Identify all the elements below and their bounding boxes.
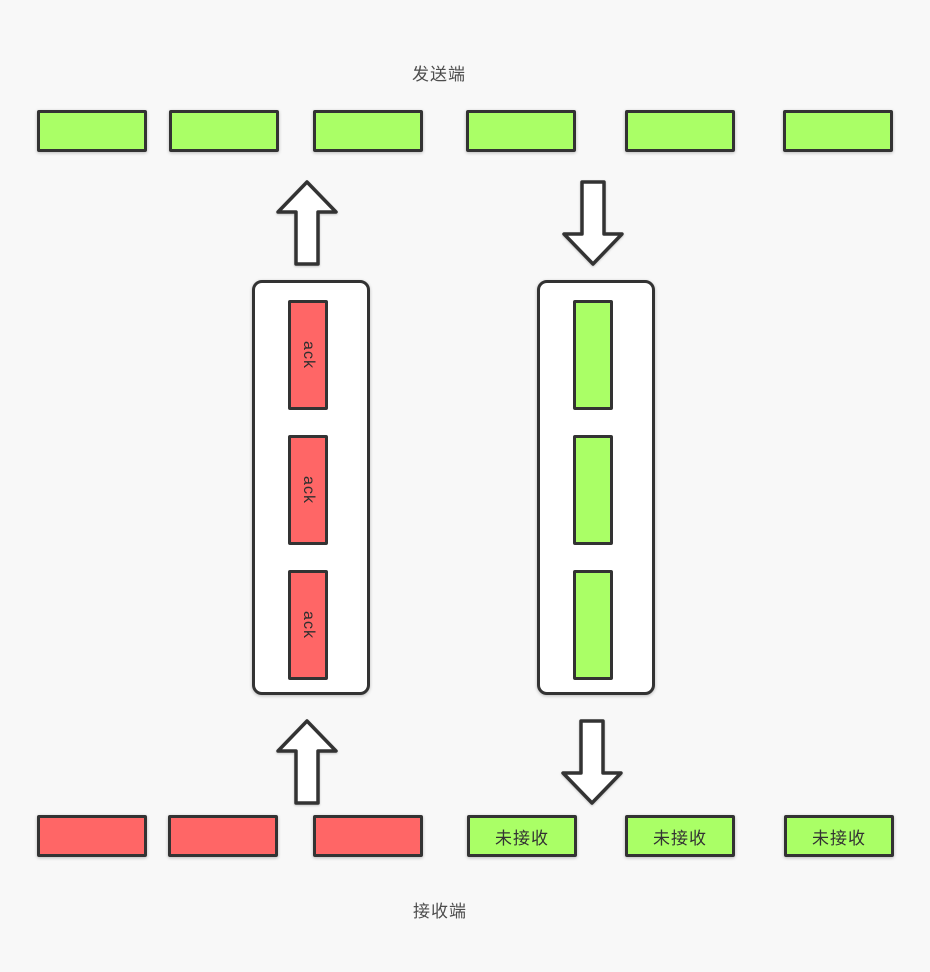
ack-packet-label: ack	[300, 611, 317, 639]
data-packet-box	[573, 300, 613, 410]
receiver-received-box	[168, 815, 278, 857]
sender-packet-box	[625, 110, 735, 152]
ack-packet-box: ack	[288, 300, 328, 410]
sender-packet-box	[466, 110, 576, 152]
up-arrow-icon	[276, 180, 338, 266]
data-channel-container	[537, 280, 655, 695]
sender-packet-box	[783, 110, 893, 152]
ack-packet-label: ack	[300, 341, 317, 369]
ack-channel-container: ack ack ack	[252, 280, 370, 695]
data-packet-box	[573, 570, 613, 680]
receiver-received-box	[313, 815, 423, 857]
down-arrow-icon	[562, 180, 624, 266]
ack-packet-box: ack	[288, 570, 328, 680]
sender-title: 发送端	[412, 65, 466, 84]
not-received-label: 未接收	[653, 828, 707, 848]
ack-packet-box: ack	[288, 435, 328, 545]
receiver-not-received-box: 未接收	[625, 815, 735, 857]
not-received-label: 未接收	[495, 828, 549, 848]
receiver-not-received-box: 未接收	[467, 815, 577, 857]
not-received-label: 未接收	[812, 828, 866, 848]
up-arrow-icon	[276, 719, 338, 805]
receiver-received-box	[37, 815, 147, 857]
ack-packet-label: ack	[300, 476, 317, 504]
sender-packet-box	[169, 110, 279, 152]
sender-packet-box	[313, 110, 423, 152]
receiver-title: 接收端	[413, 902, 467, 921]
down-arrow-icon	[561, 719, 623, 805]
receiver-not-received-box: 未接收	[784, 815, 894, 857]
sender-packet-box	[37, 110, 147, 152]
data-packet-box	[573, 435, 613, 545]
